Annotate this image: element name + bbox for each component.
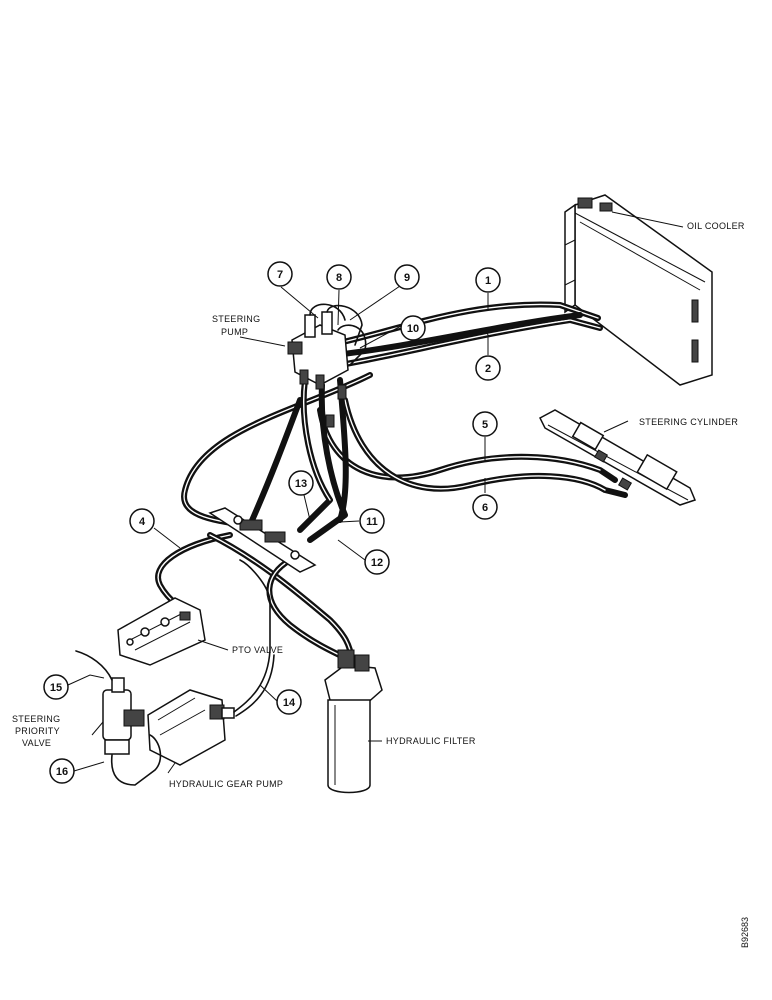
svg-text:14: 14 [283, 697, 296, 709]
svg-text:12: 12 [371, 557, 383, 569]
label-hydraulic-filter: HYDRAULIC FILTER [386, 736, 476, 746]
steering-pump [287, 303, 367, 428]
svg-text:8: 8 [336, 272, 342, 284]
svg-text:10: 10 [407, 323, 419, 335]
label-pto-valve: PTO VALVE [232, 645, 283, 655]
callout-4: 4 [129, 508, 155, 534]
svg-text:11: 11 [366, 516, 378, 528]
label-steering-priority-valve-line1: STEERING [12, 714, 60, 724]
callout-8: 8 [326, 264, 352, 290]
callout-7: 7 [267, 261, 293, 287]
svg-text:5: 5 [482, 419, 488, 431]
svg-text:15: 15 [50, 682, 62, 694]
callout-13: 13 [288, 470, 314, 496]
manifold-block [208, 507, 317, 573]
svg-text:7: 7 [277, 269, 283, 281]
hydraulic-filter [324, 649, 383, 794]
label-steering-pump-line1: STEERING [212, 314, 260, 324]
svg-text:9: 9 [404, 272, 410, 284]
callout-2: 2 [475, 355, 501, 381]
steering-priority-valve [75, 650, 162, 786]
oil-cooler [564, 194, 713, 386]
callout-6: 6 [472, 494, 498, 520]
label-steering-cylinder: STEERING CYLINDER [639, 417, 738, 427]
callout-5: 5 [472, 411, 498, 437]
callout-11: 11 [359, 508, 385, 534]
callout-10: 10 [400, 315, 426, 341]
label-steering-pump-line2: PUMP [221, 327, 248, 337]
svg-text:2: 2 [485, 363, 491, 375]
pto-valve [117, 597, 206, 666]
callouts: 1 2 4 5 6 7 8 9 10 11 12 13 14 15 16 [43, 261, 501, 784]
label-steering-priority-valve-line3: VALVE [22, 738, 51, 748]
hydraulic-gear-pump [147, 559, 275, 766]
leader-lines [67, 211, 684, 774]
callout-1: 1 [475, 267, 501, 293]
svg-text:4: 4 [139, 516, 146, 528]
callout-14: 14 [276, 689, 302, 715]
svg-text:13: 13 [295, 478, 307, 490]
svg-text:6: 6 [482, 502, 488, 514]
label-hydraulic-gear-pump: HYDRAULIC GEAR PUMP [169, 779, 283, 789]
component-labels: OIL COOLER STEERING PUMP STEERING CYLIND… [12, 221, 750, 948]
hose-lines [155, 301, 628, 668]
callout-15: 15 [43, 674, 69, 700]
svg-text:1: 1 [485, 275, 491, 287]
steering-cylinder [539, 409, 697, 506]
callout-16: 16 [49, 758, 75, 784]
svg-text:16: 16 [56, 766, 68, 778]
figure-code: B92683 [740, 917, 750, 948]
label-steering-priority-valve-line2: PRIORITY [15, 726, 60, 736]
label-oil-cooler: OIL COOLER [687, 221, 745, 231]
callout-9: 9 [394, 264, 420, 290]
callout-12: 12 [364, 549, 390, 575]
